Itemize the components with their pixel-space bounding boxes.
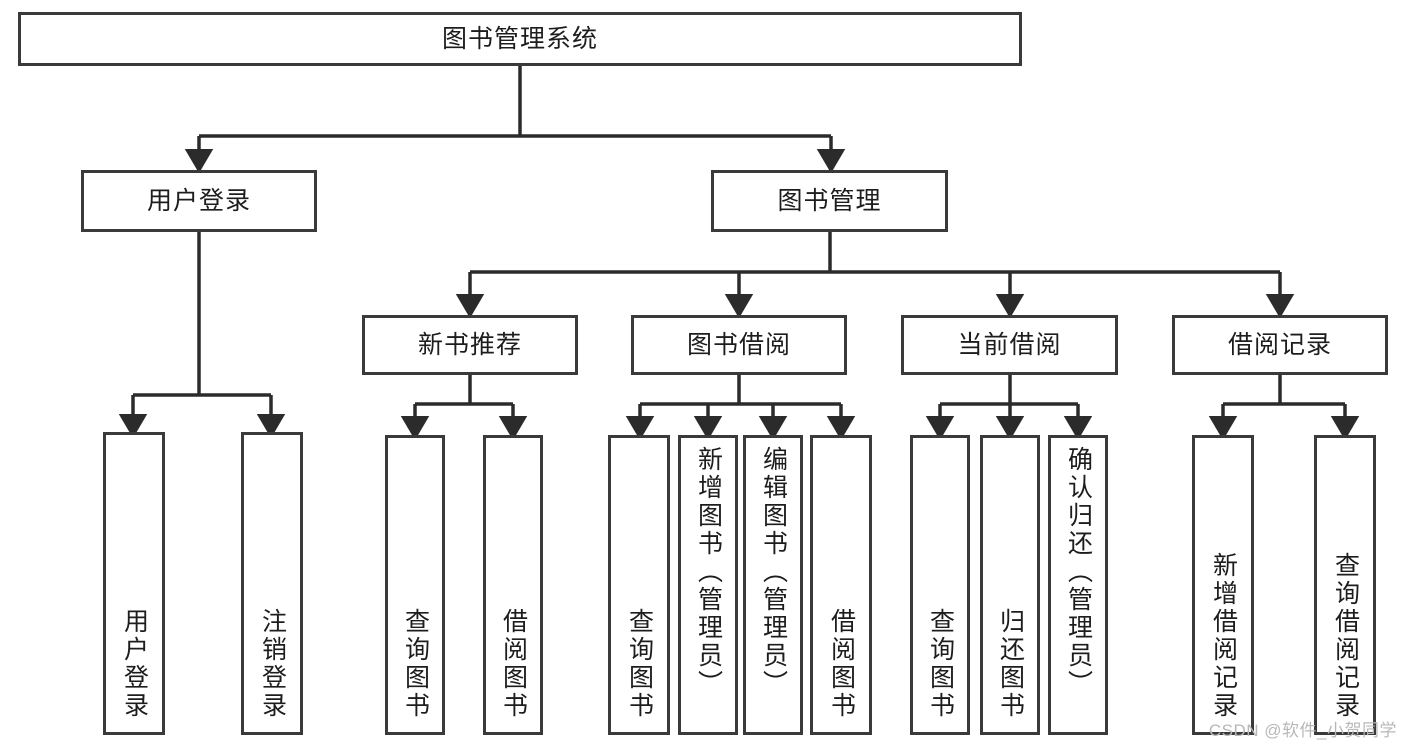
leaf-user-login-label: 用户登录: [120, 608, 149, 720]
leaf-borrow-book[interactable]: 借阅图书: [810, 435, 872, 735]
leaf-borrow-book-new-label: 借阅图书: [499, 608, 528, 720]
leaf-query-book-borrow[interactable]: 查询图书: [608, 435, 670, 735]
node-borrow-record-label: 借阅记录: [1227, 330, 1332, 359]
node-root-label: 图书管理系统: [441, 24, 598, 53]
leaf-logout-label: 注销登录: [258, 608, 287, 720]
node-current-borrow[interactable]: 当前借阅: [901, 315, 1118, 375]
node-user-login-label: 用户登录: [146, 186, 251, 215]
node-user-login[interactable]: 用户登录: [81, 170, 317, 232]
node-root[interactable]: 图书管理系统: [18, 12, 1022, 66]
node-new-book-recommend-label: 新书推荐: [417, 330, 522, 359]
node-borrow-record[interactable]: 借阅记录: [1172, 315, 1388, 375]
leaf-return-book[interactable]: 归还图书: [980, 435, 1040, 735]
leaf-borrow-book-label: 借阅图书: [827, 608, 856, 720]
csdn-watermark: CSDN @软件_小贺同学: [1208, 721, 1397, 740]
node-book-borrow-label: 图书借阅: [686, 330, 791, 359]
leaf-query-borrow-record[interactable]: 查询借阅记录: [1314, 435, 1376, 735]
leaf-add-borrow-record[interactable]: 新增借阅记录: [1192, 435, 1254, 735]
leaf-query-book-borrow-label: 查询图书: [625, 608, 654, 720]
leaf-user-login[interactable]: 用户登录: [103, 432, 165, 735]
leaf-query-borrow-record-label: 查询借阅记录: [1331, 552, 1360, 720]
leaf-add-book-admin[interactable]: 新增图书（管理员）: [678, 435, 738, 735]
leaf-query-book-current[interactable]: 查询图书: [910, 435, 970, 735]
node-new-book-recommend[interactable]: 新书推荐: [362, 315, 578, 375]
leaf-add-borrow-record-label: 新增借阅记录: [1209, 552, 1238, 720]
leaf-confirm-return-admin-label: 确认归还（管理员）: [1064, 446, 1093, 698]
leaf-return-book-label: 归还图书: [996, 608, 1025, 720]
leaf-add-book-admin-label: 新增图书（管理员）: [694, 446, 723, 698]
leaf-borrow-book-new[interactable]: 借阅图书: [483, 435, 543, 735]
node-current-borrow-label: 当前借阅: [957, 330, 1062, 359]
node-book-borrow[interactable]: 图书借阅: [631, 315, 847, 375]
leaf-edit-book-admin-label: 编辑图书（管理员）: [759, 446, 788, 698]
leaf-logout[interactable]: 注销登录: [241, 432, 303, 735]
leaf-query-book-new-label: 查询图书: [401, 608, 430, 720]
node-book-management-label: 图书管理: [777, 186, 882, 215]
leaf-query-book-current-label: 查询图书: [926, 608, 955, 720]
leaf-confirm-return-admin[interactable]: 确认归还（管理员）: [1048, 435, 1108, 735]
leaf-edit-book-admin[interactable]: 编辑图书（管理员）: [743, 435, 803, 735]
leaf-query-book-new[interactable]: 查询图书: [385, 435, 445, 735]
node-book-management[interactable]: 图书管理: [711, 170, 948, 232]
